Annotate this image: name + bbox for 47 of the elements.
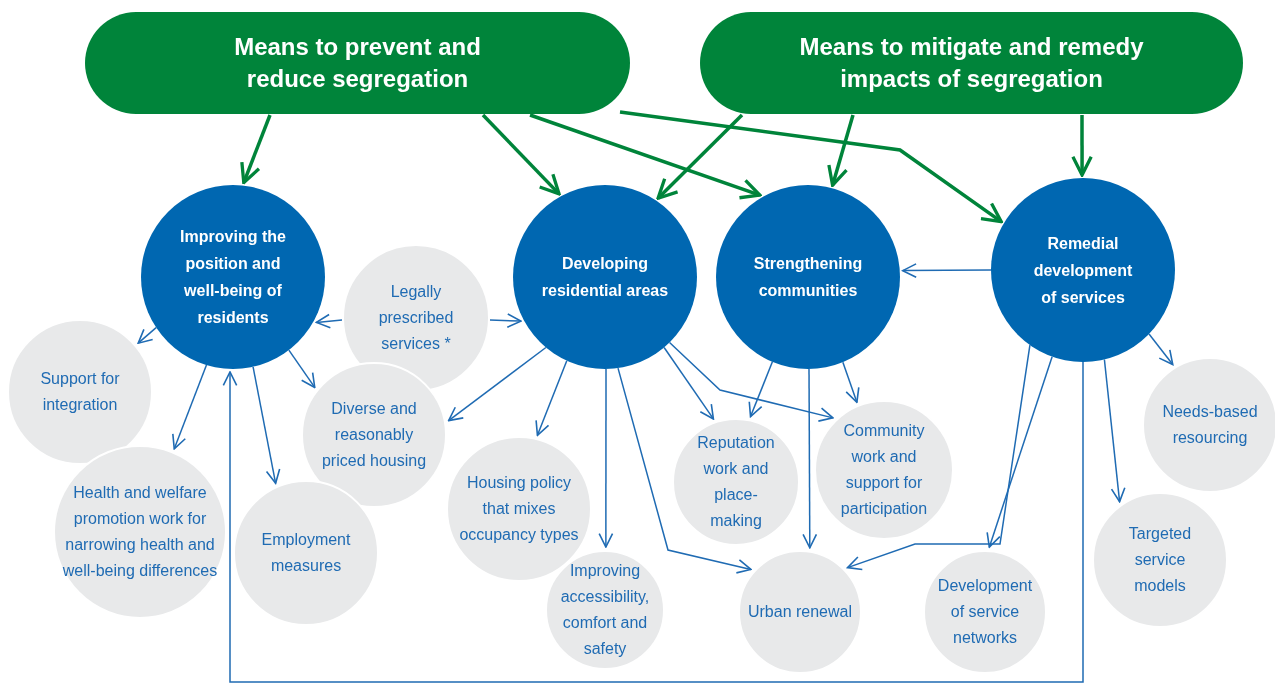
node-label: Needs-based resourcing — [1161, 402, 1259, 448]
arrow — [535, 359, 568, 437]
arrow — [172, 364, 208, 450]
arrow — [288, 349, 316, 389]
arrow — [748, 361, 774, 418]
node-label: Diverse and reasonably priced housing — [320, 399, 428, 471]
arrow — [252, 366, 281, 485]
node-label: Legally prescribed services * — [377, 282, 455, 354]
arrow — [137, 326, 157, 344]
node-label: Support for integration — [39, 369, 121, 415]
arrow — [1148, 333, 1174, 366]
node-label: Employment measures — [260, 530, 352, 576]
node-label: Improving the position and well-being of residents — [179, 227, 287, 328]
arrow — [315, 313, 343, 329]
arrow — [489, 313, 522, 329]
arrow — [902, 263, 992, 278]
arrow — [986, 355, 1053, 548]
arrow — [619, 110, 1003, 224]
arrow — [617, 367, 752, 574]
arrow — [1103, 358, 1126, 503]
arrow — [827, 114, 855, 187]
node-label: Remedial development of services — [1032, 233, 1134, 308]
node-label: Development of service networks — [936, 576, 1034, 648]
node-label: Targeted service models — [1127, 524, 1193, 596]
node-label: Reputation work and place-making — [696, 433, 776, 531]
node-label: Improving accessibility, comfort and safety — [559, 561, 651, 659]
node-label: Means to mitigate and remedy impacts of segregation — [798, 32, 1145, 94]
arrow — [668, 341, 834, 422]
arrow — [598, 368, 614, 548]
arrow — [529, 113, 762, 200]
arrow — [846, 344, 1031, 571]
node-label: Urban renewal — [746, 602, 854, 622]
node-label: Housing policy that mixes occupancy types — [458, 473, 580, 545]
arrow — [842, 361, 860, 403]
arrow — [663, 346, 715, 420]
node-label: Developing residential areas — [540, 254, 670, 301]
node-label: Community work and support for participation — [839, 421, 929, 519]
arrow — [656, 113, 744, 200]
arrow — [447, 346, 547, 422]
arrow — [1071, 115, 1093, 177]
node-label: Health and welfare promotion work for narrowing health and well-being differences — [61, 483, 219, 581]
arrow — [481, 113, 561, 196]
node-label: Means to prevent and reduce segregation — [233, 32, 482, 94]
arrow — [222, 361, 1084, 683]
node-label: Strengthening communities — [752, 254, 864, 301]
arrow — [240, 114, 272, 185]
arrow — [802, 368, 818, 549]
